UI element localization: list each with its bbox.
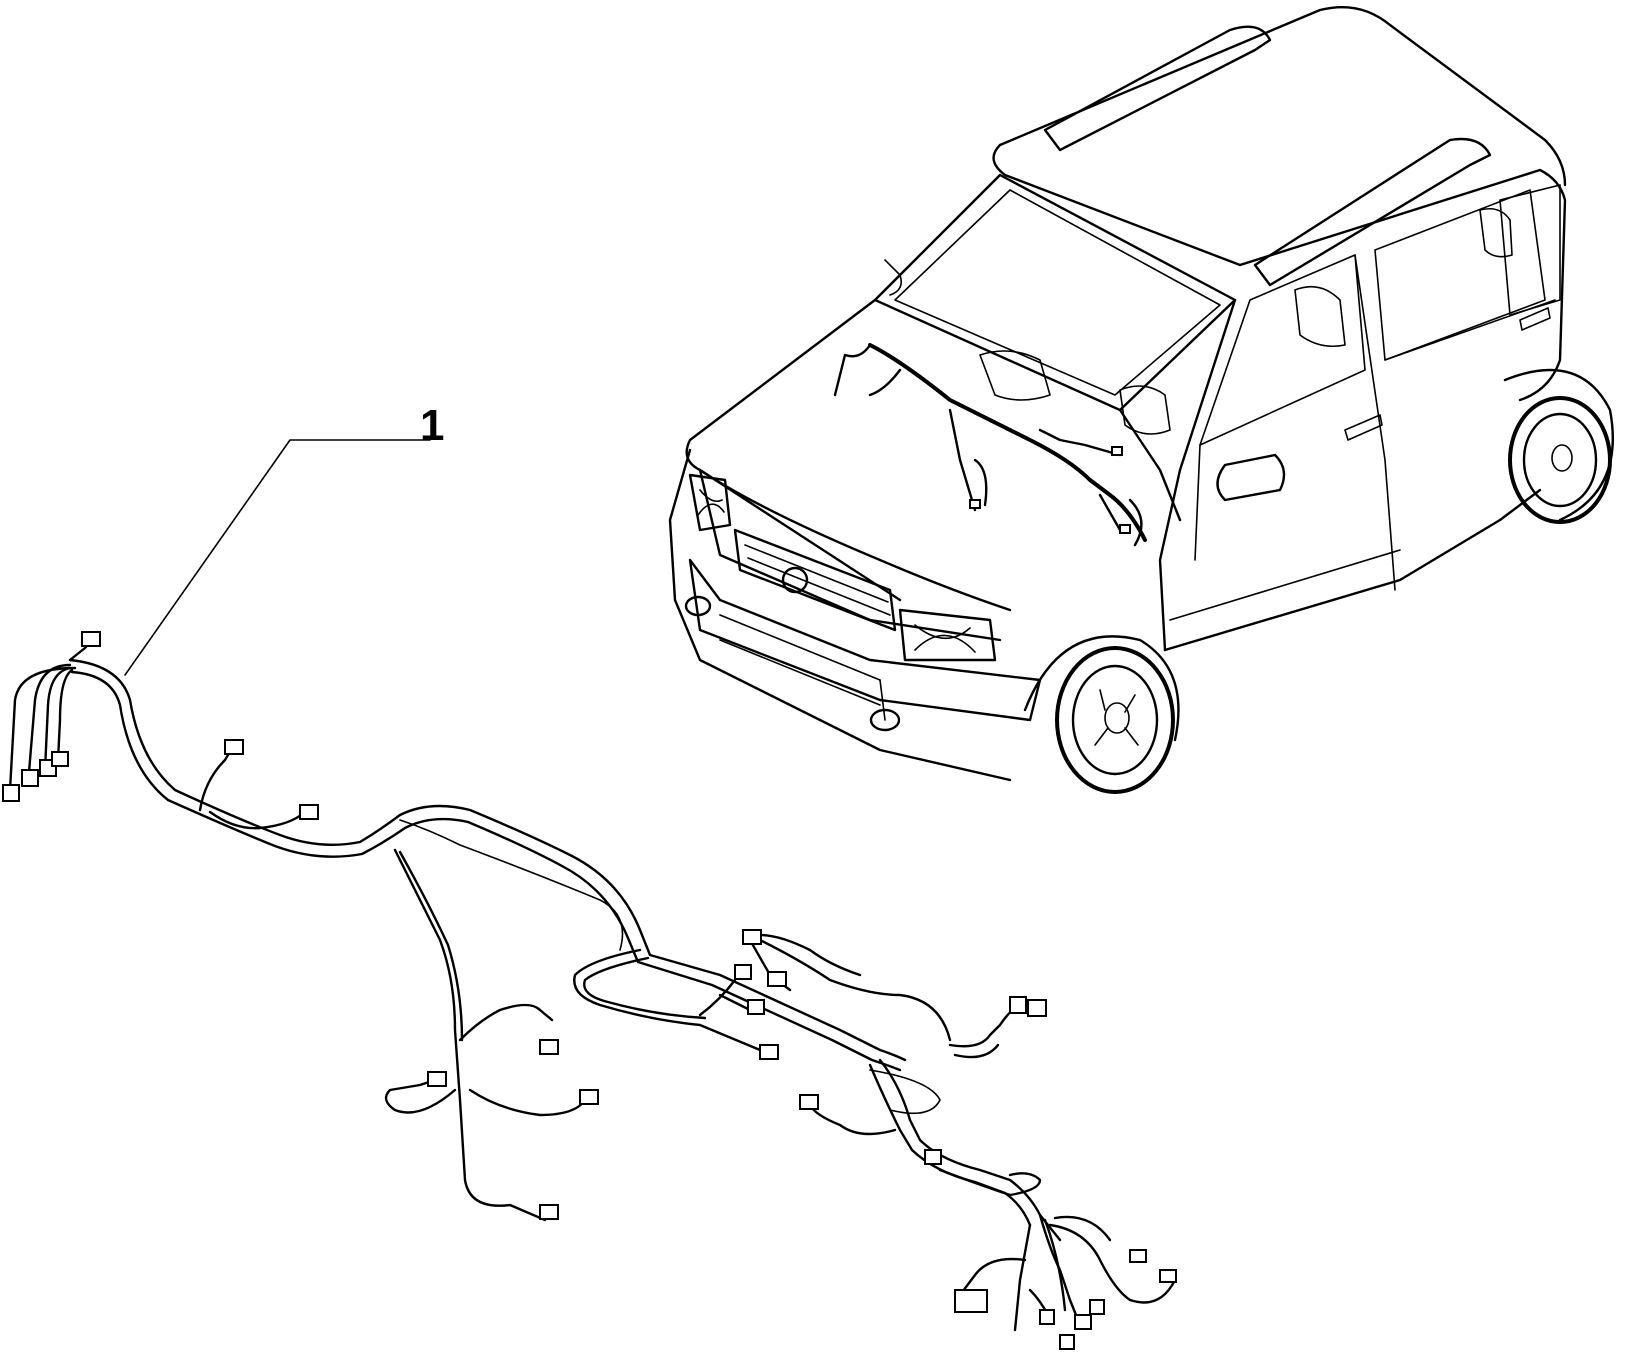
- harness-part: [2, 631, 1177, 1350]
- car-illustration: [668, 6, 1614, 794]
- leader-line: [124, 439, 431, 676]
- callout-label: 1: [420, 401, 444, 450]
- callout-1: 1: [124, 401, 444, 676]
